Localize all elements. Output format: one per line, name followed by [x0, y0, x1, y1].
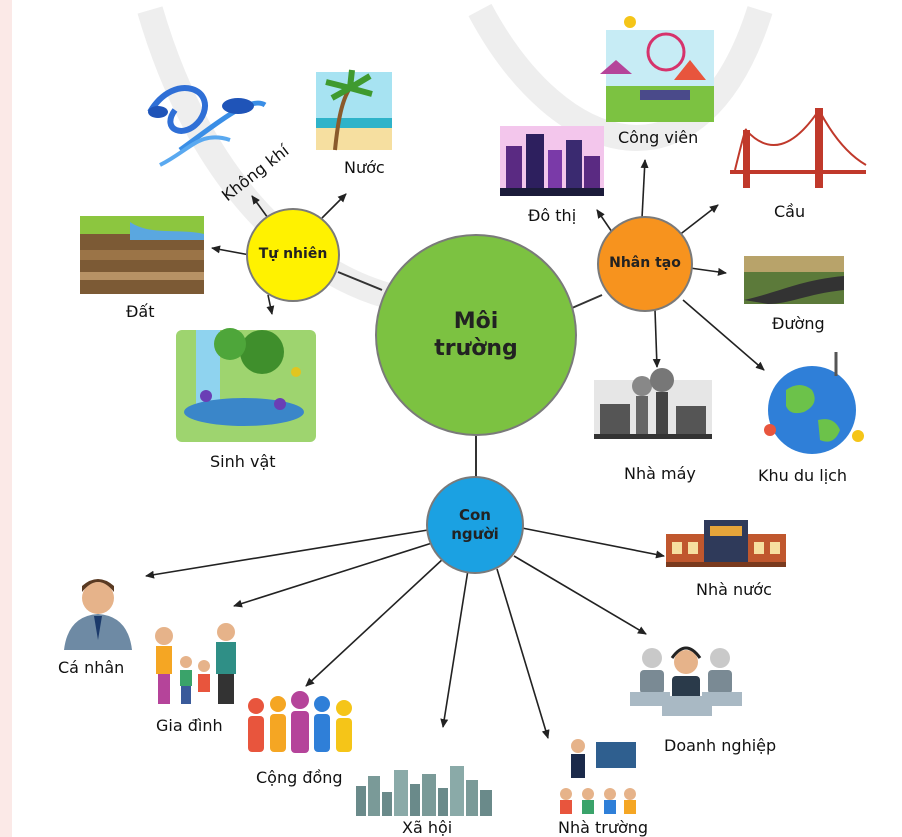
globe-icon [764, 352, 864, 454]
con-nguoi-arrows [145, 527, 665, 739]
label-cong-vien: Công viên [618, 128, 699, 147]
label-nha-truong: Nhà trường [558, 818, 649, 837]
factory-icon [594, 368, 712, 439]
label-sinh-vat: Sinh vật [210, 452, 276, 471]
connector-line [337, 271, 383, 291]
school-icon [560, 739, 636, 814]
branch-label-nhan-tao: Nhân tạo [609, 255, 681, 272]
center-label-line1: Môi [453, 308, 499, 334]
tu-nhien-arrows [211, 193, 347, 315]
waterfall-icon [176, 328, 316, 442]
label-do-thi: Đô thị [528, 206, 577, 225]
label-xa-hoi: Xã hội [402, 818, 453, 837]
person-icon [64, 579, 132, 650]
skyline-icon [356, 766, 492, 816]
road-icon [744, 256, 844, 304]
label-nha-may: Nhà máy [624, 464, 696, 483]
label-nuoc: Nước [344, 158, 385, 177]
label-cong-dong: Cộng đồng [256, 768, 343, 787]
branch-label-tu-nhien: Tự nhiên [258, 246, 328, 263]
center-label-line2: trường [434, 336, 518, 361]
branch-label-con-nguoi-line2: người [451, 525, 499, 543]
label-ca-nhan: Cá nhân [58, 658, 125, 677]
wind-icon [147, 85, 267, 167]
label-duong: Đường [772, 314, 825, 333]
watermark-arc [468, 3, 773, 151]
family-icon [155, 623, 236, 704]
nhan-tao-arrows [596, 159, 765, 371]
branch-node-tu-nhien: Tự nhiên [246, 208, 340, 302]
government-building-icon [666, 520, 786, 567]
label-doanh-nghiep: Doanh nghiệp [664, 736, 777, 755]
business-icon [630, 646, 742, 716]
connector-line [571, 294, 603, 309]
soil-icon [80, 216, 204, 294]
label-khu-du-lich: Khu du lịch [758, 466, 848, 485]
park-icon [600, 16, 714, 122]
branch-node-nhan-tao: Nhân tạo [597, 216, 693, 312]
bridge-icon [730, 108, 867, 188]
label-gia-dinh: Gia đình [156, 716, 223, 735]
label-cau: Cầu [774, 202, 806, 221]
community-icon [248, 691, 352, 753]
label-dat: Đất [126, 302, 155, 321]
city-icon [500, 126, 604, 196]
branch-label-con-nguoi-line1: Con [458, 506, 491, 525]
label-nha-nuoc: Nhà nước [696, 580, 772, 599]
beach-icon [316, 69, 392, 151]
